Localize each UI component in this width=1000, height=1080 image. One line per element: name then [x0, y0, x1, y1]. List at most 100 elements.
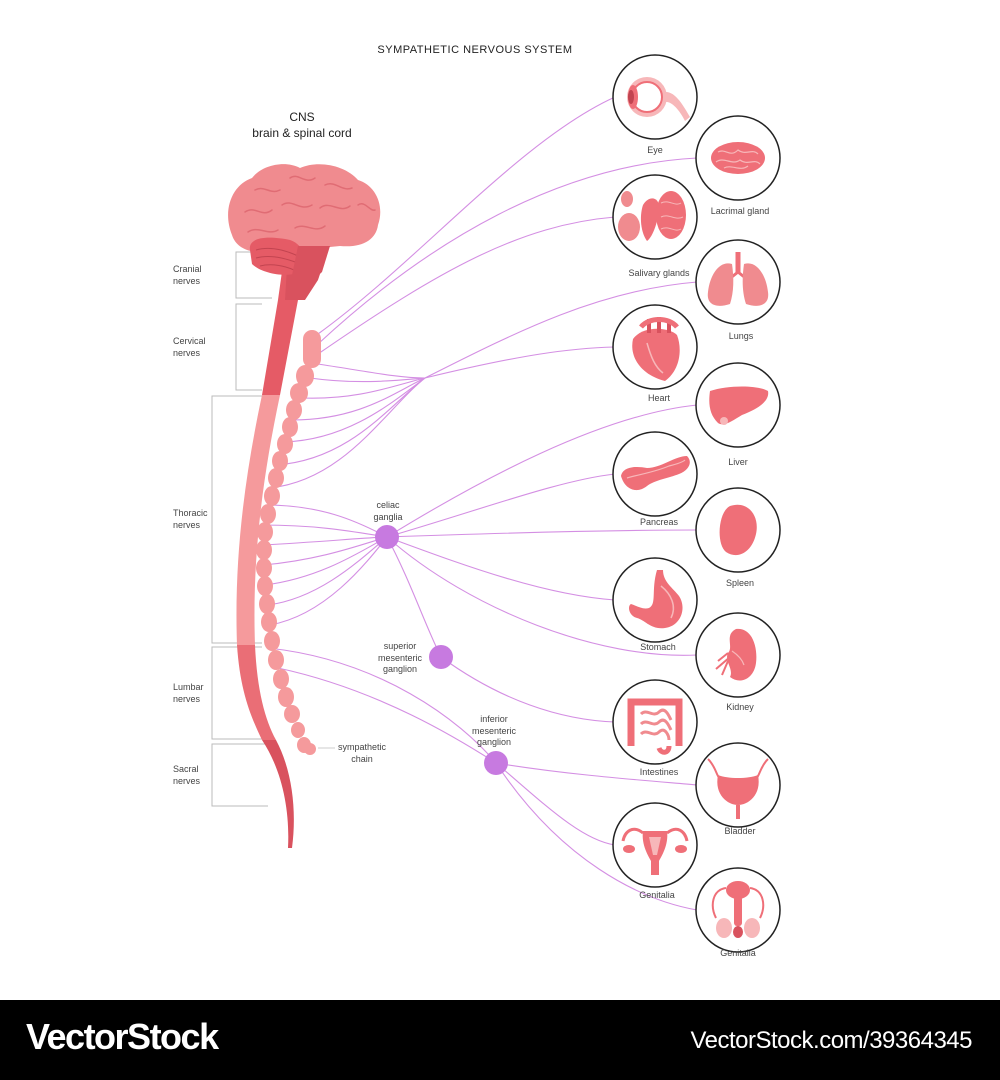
chain-ganglion-6 [272, 451, 288, 471]
nerve-to-bladder [495, 762, 698, 786]
lumbar-nerves-label-line2: nerves [173, 693, 201, 704]
nerve-from-thoracic-5 [269, 377, 426, 489]
superior-mesenteric-ganglion-label: superior mesenteric ganglion [378, 641, 422, 676]
chain-ganglion-20 [284, 705, 300, 723]
bladder-icon [695, 742, 781, 828]
organ-label-female-genitalia: Genitalia [639, 890, 675, 900]
superior-mesenteric-ganglion-label-line2: mesenteric [377, 652, 423, 663]
nerve-to-eye [317, 96, 616, 335]
cervical-bracket [235, 303, 262, 391]
lumbar-nerves-label-line1: Lumbar [173, 682, 204, 692]
watermark-footer [0, 1000, 1000, 1080]
lumbar-nerves-label: Lumbar nerves [173, 682, 204, 705]
organ-label-spleen: Spleen [725, 578, 755, 588]
nerve-from-lumbar-2 [277, 667, 497, 764]
sacral-nerves-label: Sacral nerves [173, 764, 200, 787]
organ-label-lungs: Lungs [728, 331, 754, 341]
organ-label-heart: Heart [647, 393, 671, 403]
inferior-mesenteric-ganglion-label-line2: mesenteric [471, 725, 517, 736]
chain-ganglion-16 [264, 631, 280, 651]
chain-ganglion-7 [268, 468, 284, 488]
chain-ganglion-19 [278, 687, 294, 707]
sympathetic-chain [256, 330, 321, 755]
inferior-mesenteric-ganglion-label-line3: ganglion [476, 737, 512, 748]
nerve-from-thoracic-12 [269, 536, 388, 626]
organ-label-bladder: Bladder [724, 826, 756, 836]
organ-label-salivary-glands: Salivary glands [628, 268, 690, 278]
kidney-icon [695, 612, 781, 698]
female-genitalia-icon [612, 802, 698, 888]
chain-ganglion-17 [268, 650, 284, 670]
nerve-to-stomach [386, 536, 616, 601]
nerve-to-salivary-glands [317, 216, 616, 355]
chain-ganglion-11 [256, 540, 272, 560]
brain-cerebrum [228, 164, 381, 253]
nerve-from-thoracic-8 [261, 536, 388, 546]
chain-ganglion-13 [257, 576, 273, 596]
chain-ganglion-21 [291, 722, 305, 738]
spinal-cord-lumbar [237, 645, 276, 740]
thoracic-nerves-label-line1: Thoracic [173, 508, 208, 518]
nerve-from-thoracic-7 [261, 524, 388, 538]
nerve-from-lumbar-1 [267, 647, 497, 764]
nerve-to-intestines [440, 656, 616, 723]
chain-ganglion-15 [261, 612, 277, 632]
diagram-title: SYMPATHETIC NERVOUS SYSTEM [377, 44, 573, 56]
cns-label-line1: CNS [289, 110, 315, 124]
brain-stem [290, 246, 330, 285]
cervical-nerves-label-line2: nerves [173, 347, 201, 358]
chain-ganglion-9 [260, 504, 276, 524]
superior-mesenteric-ganglion-label-line3: ganglion [382, 664, 418, 675]
nerve-to-pancreas [386, 473, 616, 538]
superior-mesenteric-ganglion-label-line1: superior [383, 641, 417, 651]
inferior-mesenteric-ganglion [484, 751, 508, 775]
celiac-ganglia-label-line1: celiac [376, 500, 400, 510]
nervous-system-diagram [211, 54, 781, 953]
chain-ganglion-5 [277, 434, 293, 454]
chain-cervical-ganglion-upper [303, 330, 321, 368]
nerve-to-spleen [386, 529, 698, 538]
salivary-glands-icon [612, 174, 698, 260]
organ-label-eye: Eye [647, 145, 663, 155]
cranial-nerves-label-line1: Cranial [173, 264, 202, 274]
male-genitalia-icon [695, 867, 781, 953]
sacral-nerves-label-line1: Sacral [173, 764, 199, 774]
celiac-ganglia-label-line2: ganglia [373, 511, 403, 522]
chain-ganglion-8 [264, 486, 280, 506]
chain-ganglion-2 [290, 383, 308, 403]
sacral-bracket [211, 743, 268, 807]
nerve-to-male-genitalia [495, 762, 698, 911]
thoracic-nerves-label: Thoracic nerves [173, 508, 208, 531]
chain-ganglion-23 [304, 743, 316, 755]
superior-mesenteric-ganglion [429, 645, 453, 669]
cns-label-line2: brain & spinal cord [252, 125, 352, 140]
brain [228, 164, 381, 285]
cranial-nerves-label: Cranial nerves [173, 264, 202, 287]
chain-ganglion-3 [286, 400, 302, 420]
nerve-from-cervical-1 [317, 363, 426, 379]
lacrimal-gland-icon [695, 115, 781, 201]
pancreas-icon [612, 431, 698, 517]
organ-label-kidney: Kidney [726, 702, 754, 712]
spinal-cord-sacral [262, 740, 294, 848]
spleen-icon [695, 487, 781, 573]
spinal-cord-thoracic [236, 395, 280, 645]
stomach-icon [612, 557, 698, 643]
thoracic-nerves-label-line2: nerves [173, 519, 201, 530]
celiac-ganglion [375, 525, 399, 549]
chain-ganglion-4 [282, 417, 298, 437]
lungs-icon [695, 239, 781, 325]
sympathetic-chain-label: sympathetic chain [338, 742, 386, 765]
nerve-to-kidney [386, 536, 698, 656]
watermark-url: VectorStock.com/39364345 [690, 1027, 972, 1054]
nerve-from-thoracic-11 [267, 536, 388, 606]
chain-ganglion-10 [257, 522, 273, 542]
cranial-nerves-label-line2: nerves [173, 275, 201, 286]
cervical-nerves-label-line1: Cervical [173, 336, 206, 346]
lumbar-bracket [211, 646, 262, 740]
nerve-to-liver [386, 404, 698, 538]
sympathetic-chain-label-line2: chain [351, 753, 373, 764]
nerve-celiac-to-superior [386, 536, 442, 658]
liver-icon [695, 362, 781, 448]
organ-label-male-genitalia: Genitalia [720, 948, 756, 958]
